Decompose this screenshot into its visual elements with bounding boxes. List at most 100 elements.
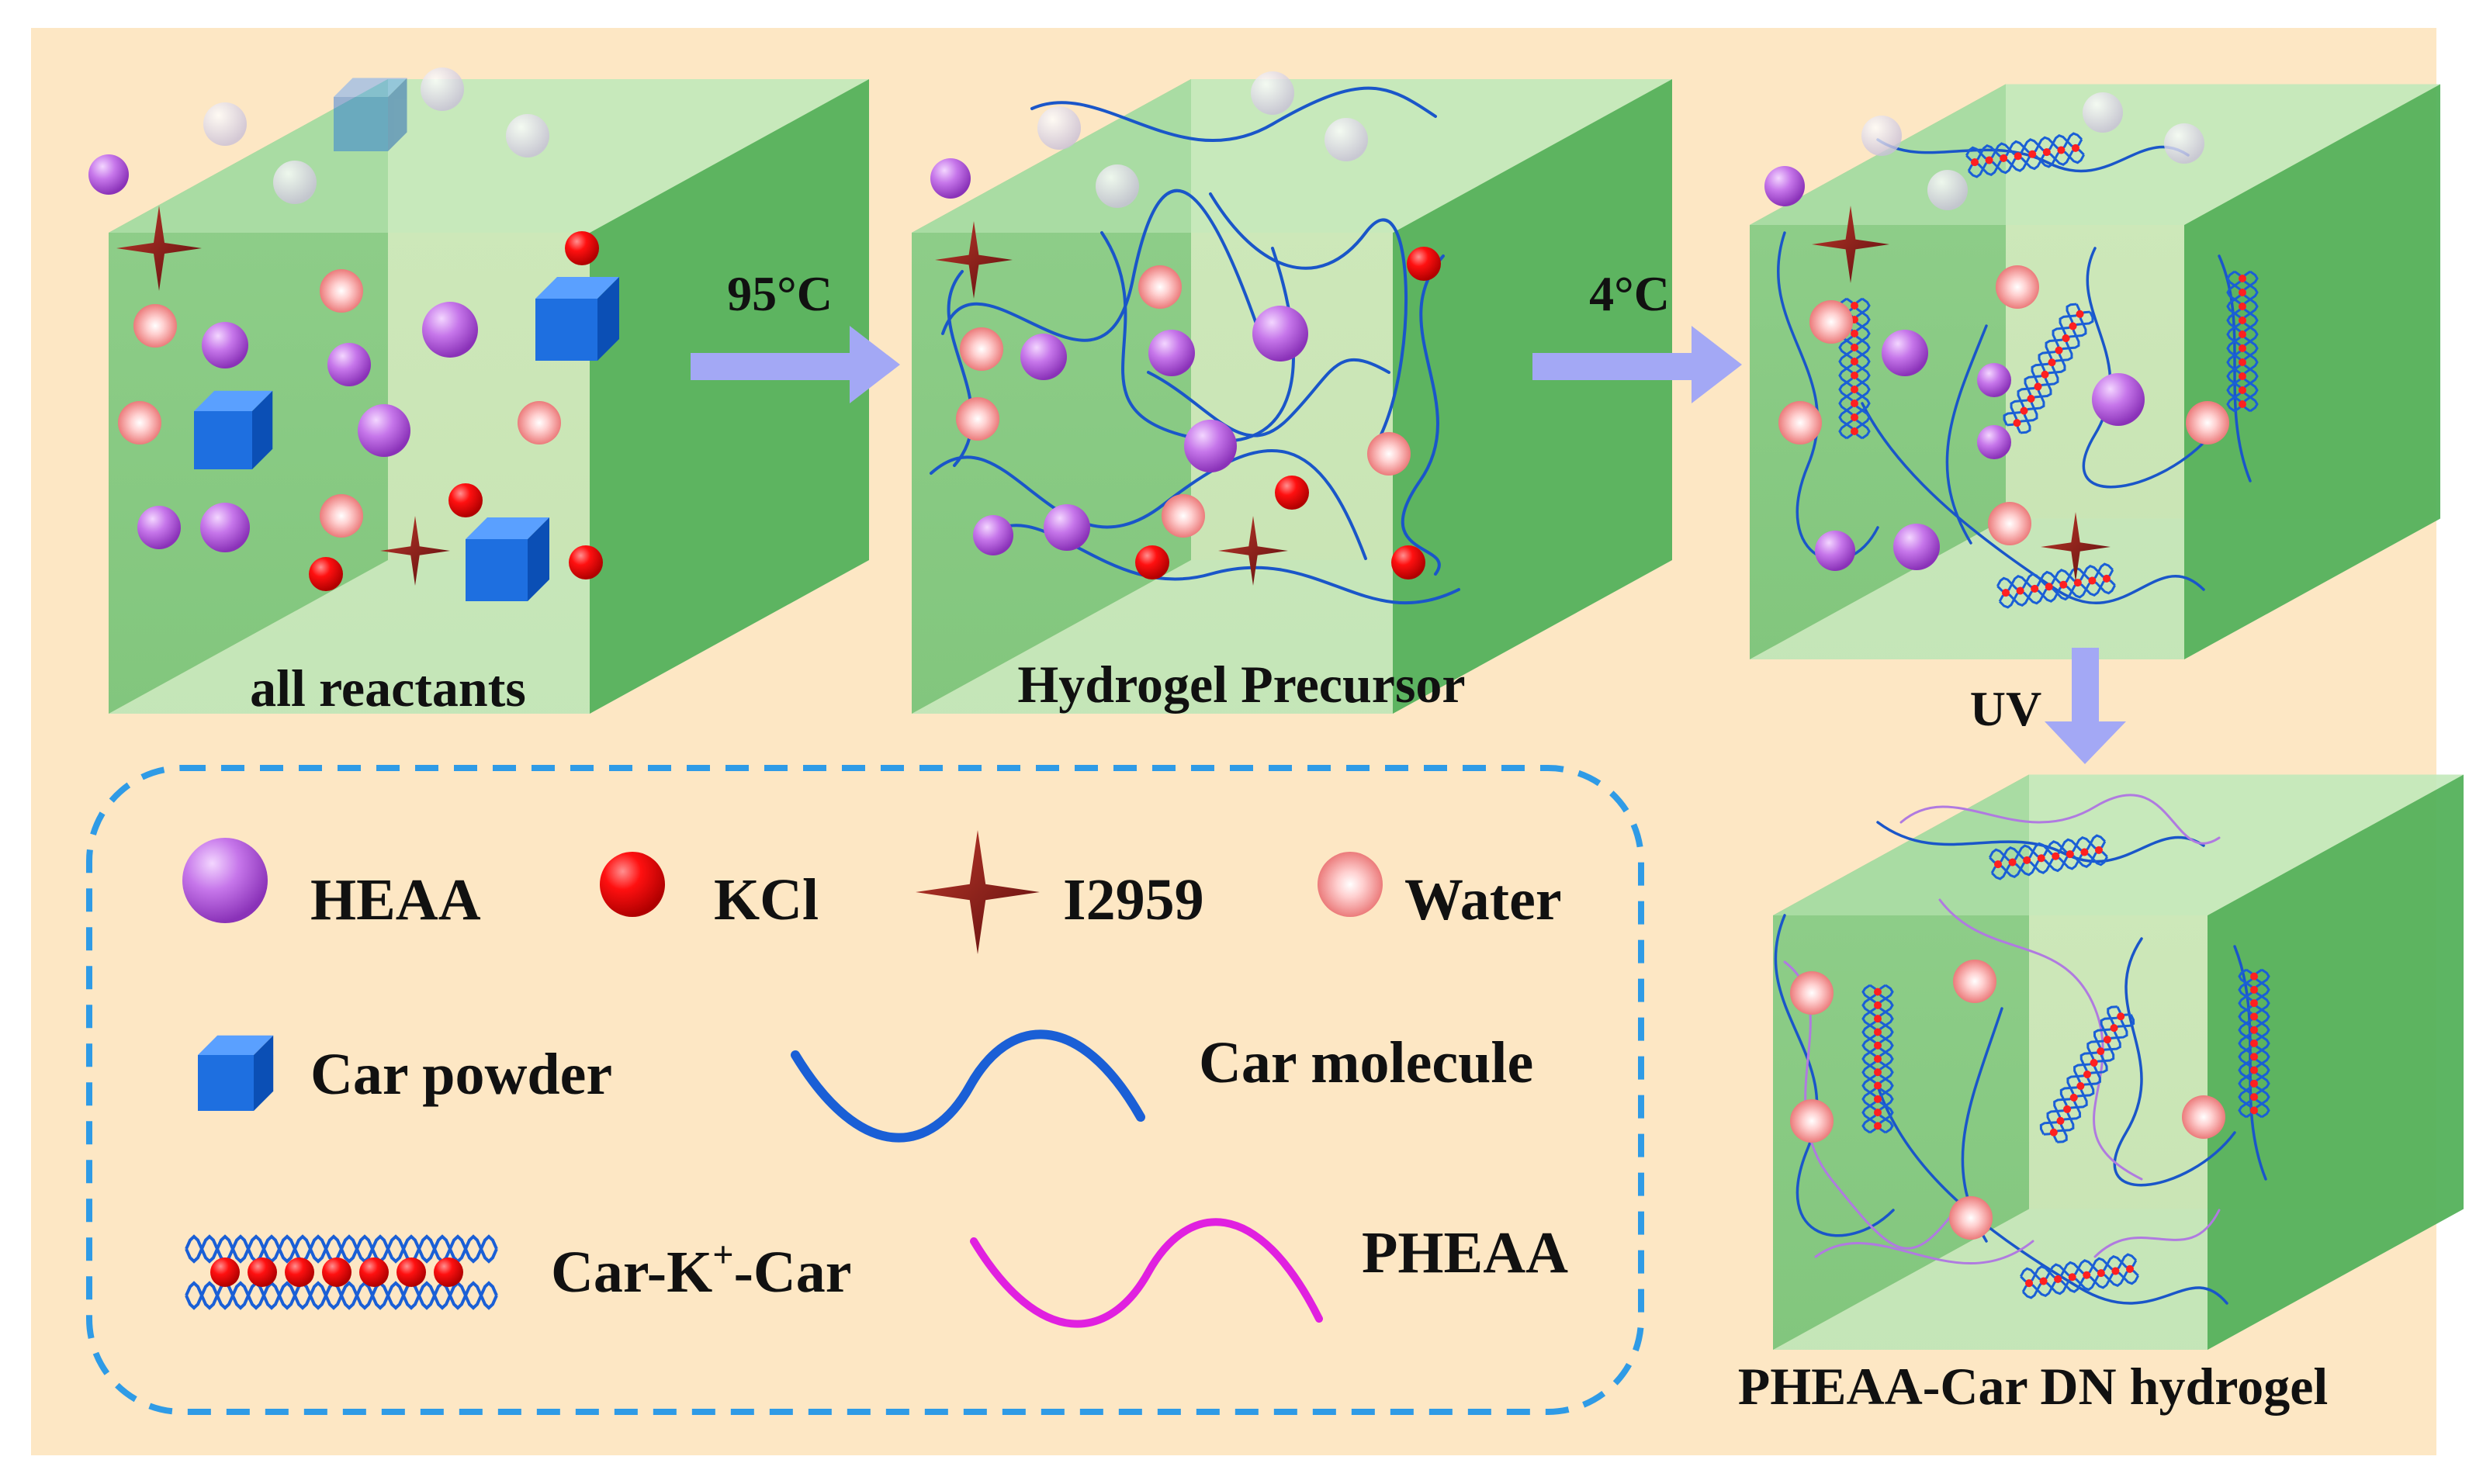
car-chain-cooled <box>1945 324 1988 545</box>
car-powder-top <box>334 78 407 97</box>
water-sphere <box>1988 502 2031 545</box>
legend-kcl-label: KCl <box>714 867 819 932</box>
car-chain-precursor <box>1030 86 1437 142</box>
helix-kcl-dot <box>2023 856 2031 864</box>
pheaa-chain <box>1899 794 2221 845</box>
heaa-sphere <box>200 503 250 552</box>
car-powder-front <box>334 97 388 151</box>
cube-hydrogel-precursor <box>912 79 1672 714</box>
helix-bundle <box>1965 132 2085 178</box>
helix-bundle <box>2039 1005 2135 1143</box>
helix-kcl-dot <box>2028 150 2037 158</box>
car-powder-front <box>535 299 597 361</box>
helix-kcl-dot <box>2080 848 2089 856</box>
helix-kcl-dot <box>2052 852 2060 860</box>
legend-complex-kcl <box>248 1257 277 1287</box>
helix-kcl-dot <box>2002 589 2010 597</box>
legend-pheaa-label: PHEAA <box>1362 1220 1568 1285</box>
kcl-sphere <box>565 231 599 265</box>
helix-kcl-dot <box>2083 1071 2091 1078</box>
heaa-sphere <box>422 302 478 358</box>
helix-kcl-dot <box>2103 1036 2111 1044</box>
helix-kcl-dot <box>2239 275 2246 282</box>
heaa-sphere <box>1044 504 1090 551</box>
heaa-sphere <box>1252 306 1308 361</box>
helix-kcl-dot <box>1874 1001 1882 1009</box>
kcl-sphere <box>1391 545 1425 579</box>
water-sphere <box>2186 401 2229 445</box>
legend-i2959-icon <box>916 830 1040 954</box>
kcl-sphere <box>1275 476 1309 510</box>
helix-kcl-dot <box>2069 1093 2078 1102</box>
helix-kcl-dot <box>2048 358 2056 367</box>
helix-kcl-dot <box>1994 860 2003 869</box>
car-powder-side <box>254 1035 274 1111</box>
helix-kcl-dot <box>1874 1081 1882 1090</box>
water-sphere <box>118 401 161 445</box>
helix-kcl-dot <box>2037 854 2045 863</box>
helix-strand <box>1861 984 1879 1134</box>
helix-kcl-dot <box>2016 586 2024 595</box>
helix-kcl-dot <box>2025 1279 2034 1288</box>
cube-cooled-gel-top <box>1750 84 2440 225</box>
kcl-sphere <box>309 557 343 591</box>
water-sphere <box>1809 300 1853 344</box>
helix-kcl-dot <box>1874 1041 1882 1050</box>
heaa-sphere <box>1251 71 1294 115</box>
cube-cooled-gel <box>1750 84 2440 659</box>
legend-car-molecule-icon <box>791 1029 1145 1143</box>
water-sphere <box>1953 960 1996 1003</box>
helix-kcl-dot <box>2250 1053 2258 1061</box>
water-sphere <box>1778 401 1822 445</box>
heaa-sphere <box>88 154 129 195</box>
heat-arrow: 95°C <box>691 266 900 403</box>
helix-kcl-dot <box>2239 358 2246 366</box>
cube-cooled-gel-front <box>1750 225 2184 659</box>
car-powder-side <box>388 78 407 151</box>
helix-bundle <box>2020 1253 2139 1299</box>
i2959-star <box>380 516 450 586</box>
legend-complex-kcl <box>359 1257 389 1287</box>
helix-kcl-dot <box>1851 386 1858 393</box>
water-sphere <box>1367 432 1411 476</box>
heaa-sphere <box>1325 118 1368 161</box>
i2959-star <box>2041 512 2111 582</box>
helix-kcl-dot <box>2014 152 2022 161</box>
car-powder-front <box>466 539 528 601</box>
car-powder-side <box>528 517 549 601</box>
car-chain-cooled <box>2082 247 2213 489</box>
helix-strand <box>2053 1013 2131 1143</box>
heaa-sphere <box>506 114 549 157</box>
cube-all-reactants-front <box>109 233 590 714</box>
car-chain-cooled <box>2218 254 2252 483</box>
car-chain-precursor <box>930 448 1367 560</box>
heaa-sphere <box>2164 123 2204 164</box>
helix-kcl-dot <box>2062 334 2070 343</box>
heaa-sphere <box>1882 330 1928 376</box>
helix-kcl-dot <box>2239 289 2246 296</box>
car-chain-dn <box>1876 821 2205 863</box>
legend-complex-icon <box>185 1234 498 1310</box>
helix-kcl-dot <box>2250 1066 2258 1074</box>
i2959-star <box>1218 516 1288 586</box>
helix-bundle <box>1861 984 1894 1134</box>
legend-heaa-label: HEAA <box>310 867 481 932</box>
helix-kcl-dot <box>2102 574 2111 583</box>
water-sphere <box>133 304 177 348</box>
heaa-sphere <box>1096 164 1139 208</box>
stage-label-dn-hydrogel: PHEAA-Car DN hydrogel <box>1738 1357 2329 1416</box>
legend-border <box>86 765 1644 1415</box>
heaa-sphere <box>1148 330 1195 376</box>
car-powder-side <box>597 277 619 361</box>
legend-water-label: Water <box>1404 867 1562 932</box>
heaa-sphere <box>421 67 464 111</box>
water-sphere <box>1949 1196 1993 1240</box>
kcl-sphere <box>1135 545 1169 579</box>
legend-complex-kcl <box>322 1257 351 1287</box>
car-powder-top <box>466 517 549 539</box>
helix-kcl-dot <box>2066 850 2074 859</box>
pheaa-chain <box>1938 898 2143 1181</box>
car-powder-cube <box>535 277 619 361</box>
cube-all-reactants-right-wall <box>590 79 869 714</box>
helix-kcl-dot <box>2059 580 2068 589</box>
